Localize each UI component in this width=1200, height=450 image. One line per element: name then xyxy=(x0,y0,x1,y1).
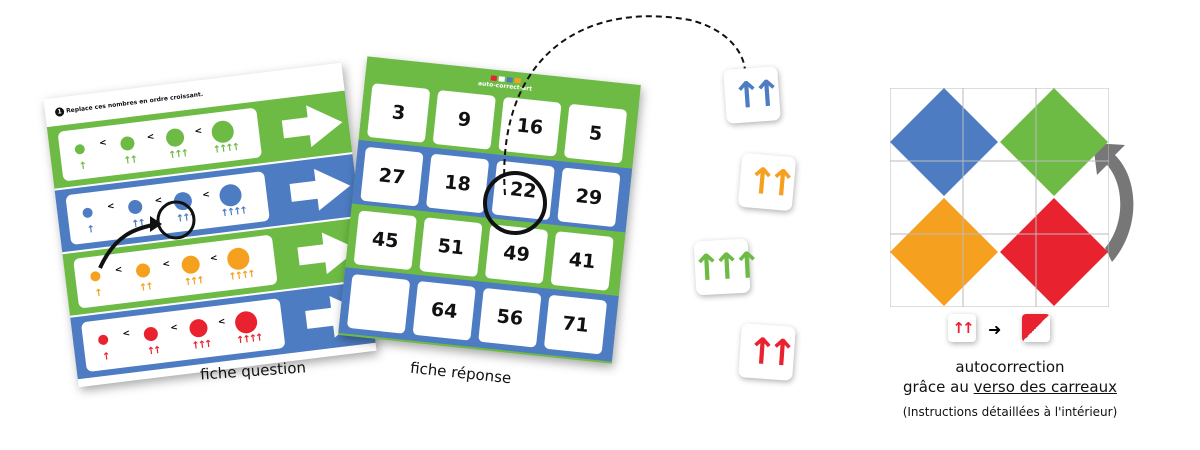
verso-diamond xyxy=(1000,198,1108,306)
answer-tile[interactable]: ↑↑ xyxy=(723,66,781,124)
legend-line1: autocorrection xyxy=(955,358,1065,376)
flip-arrow-icon xyxy=(1093,143,1134,262)
arrows-up-icon: ↑↑ xyxy=(745,330,789,374)
answer-tile[interactable]: ↑↑↑ xyxy=(690,238,754,296)
verso-grid xyxy=(889,87,1110,308)
verso-diamond xyxy=(890,88,998,196)
verso-diamond xyxy=(1000,88,1108,196)
arrows-up-icon: ↑↑ xyxy=(730,73,774,117)
verso-diamond xyxy=(890,198,998,306)
highlight-circle-question xyxy=(156,200,196,240)
legend-tile-back xyxy=(1022,314,1050,342)
arrows-up-icon: ↑↑↑ xyxy=(690,244,754,290)
answer-tile[interactable]: ↑↑ xyxy=(737,152,797,212)
answer-tile[interactable]: ↑↑ xyxy=(738,323,796,381)
legend-tile-front: ↑↑ xyxy=(948,314,976,342)
arrows-up-icon: ↑↑ xyxy=(952,319,974,337)
legend-line3: (Instructions détaillées à l'intérieur) xyxy=(902,405,1118,419)
legend-line2-prefix: grâce au xyxy=(903,378,974,396)
dashed-path xyxy=(503,15,746,196)
highlight-circle-22 xyxy=(483,171,547,235)
arrows-up-icon: ↑↑ xyxy=(745,159,789,205)
legend-line2-underlined: verso des carreaux xyxy=(973,378,1117,396)
legend-line2: grâce au verso des carreaux xyxy=(860,378,1160,396)
pointer-arrow xyxy=(98,222,159,269)
right-arrow-icon: ➜ xyxy=(988,320,1002,339)
